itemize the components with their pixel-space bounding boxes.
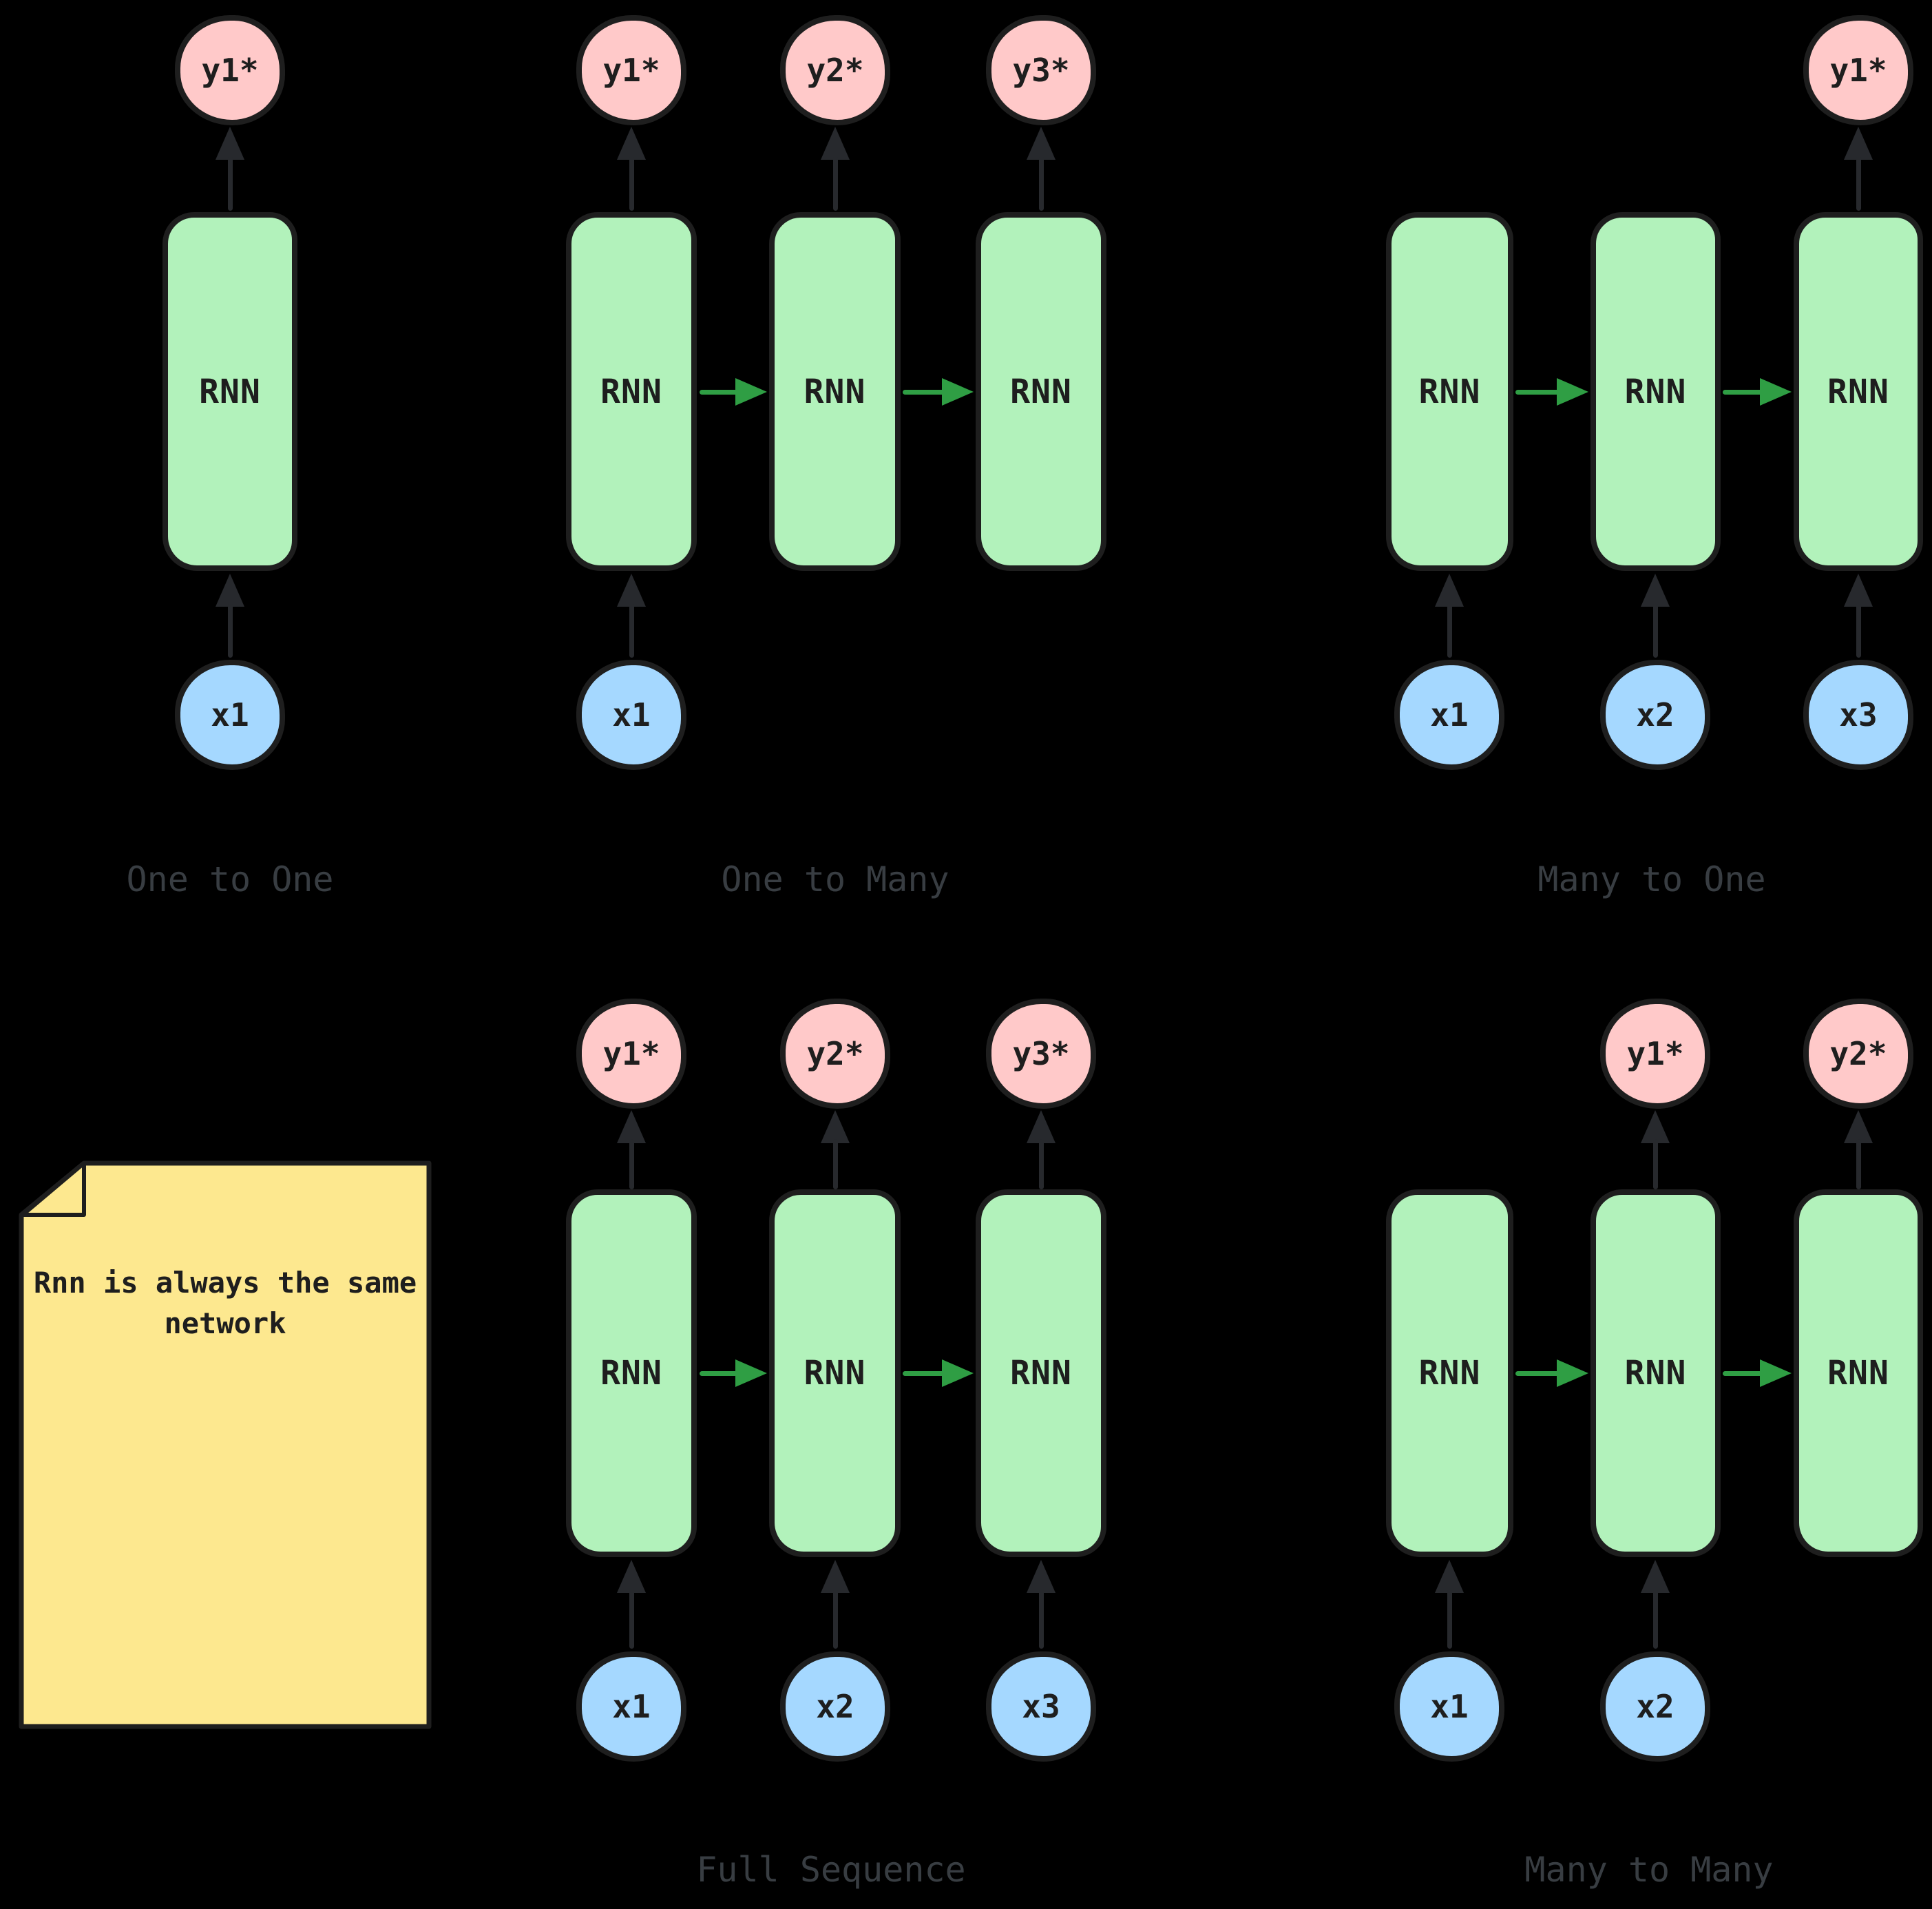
output-node: y2* bbox=[1803, 999, 1913, 1109]
group-label: Many to Many bbox=[1524, 1850, 1774, 1890]
output-arrow-icon bbox=[1843, 1110, 1873, 1189]
output-arrow-icon bbox=[1843, 127, 1873, 211]
input-arrow-icon bbox=[215, 574, 245, 658]
input-node: x1 bbox=[1394, 660, 1504, 770]
group-label: Many to One bbox=[1537, 859, 1766, 899]
recurrent-arrow-icon bbox=[700, 1358, 767, 1388]
input-arrow-icon bbox=[616, 1560, 647, 1649]
output-node: y1* bbox=[576, 999, 686, 1109]
output-arrow-icon bbox=[616, 127, 647, 211]
input-arrow-icon bbox=[1640, 1560, 1670, 1649]
input-node: x3 bbox=[986, 1651, 1096, 1762]
group-label: Full Sequence bbox=[696, 1850, 966, 1890]
rnn-block: RNN bbox=[1386, 212, 1513, 571]
input-arrow-icon bbox=[820, 1560, 850, 1649]
rnn-block: RNN bbox=[1590, 212, 1721, 571]
group-label: One to Many bbox=[721, 859, 949, 899]
output-node: y1* bbox=[1600, 999, 1710, 1109]
input-arrow-icon bbox=[1026, 1560, 1056, 1649]
recurrent-arrow-icon bbox=[700, 377, 767, 407]
recurrent-arrow-icon bbox=[1723, 377, 1792, 407]
input-arrow-icon bbox=[1843, 574, 1873, 658]
rnn-block: RNN bbox=[769, 212, 901, 571]
rnn-block: RNN bbox=[976, 1189, 1106, 1557]
input-arrow-icon bbox=[1434, 574, 1464, 658]
rnn-block: RNN bbox=[1386, 1189, 1513, 1557]
output-node: y1* bbox=[576, 15, 686, 125]
output-node: y2* bbox=[780, 15, 890, 125]
rnn-block: RNN bbox=[1590, 1189, 1721, 1557]
recurrent-arrow-icon bbox=[903, 1358, 974, 1388]
input-node: x2 bbox=[1600, 660, 1710, 770]
group-label: One to One bbox=[126, 859, 334, 899]
recurrent-arrow-icon bbox=[1515, 377, 1588, 407]
sticky-note: Rnn is always the same network bbox=[18, 1160, 432, 1730]
rnn-block: RNN bbox=[976, 212, 1106, 571]
rnn-block: RNN bbox=[566, 1189, 697, 1557]
rnn-block: RNN bbox=[566, 212, 697, 571]
input-arrow-icon bbox=[1640, 574, 1670, 658]
rnn-block: RNN bbox=[1794, 1189, 1923, 1557]
input-node: x1 bbox=[1394, 1651, 1504, 1762]
recurrent-arrow-icon bbox=[903, 377, 974, 407]
output-node: y3* bbox=[986, 999, 1096, 1109]
output-arrow-icon bbox=[820, 1110, 850, 1189]
sticky-note-shape bbox=[19, 1160, 432, 1729]
input-node: x1 bbox=[576, 1651, 686, 1762]
input-node: x1 bbox=[175, 660, 285, 770]
output-node: y1* bbox=[1803, 15, 1913, 125]
output-node: y1* bbox=[175, 15, 285, 125]
output-arrow-icon bbox=[215, 127, 245, 211]
output-arrow-icon bbox=[616, 1110, 647, 1189]
output-arrow-icon bbox=[820, 127, 850, 211]
input-node: x2 bbox=[780, 1651, 890, 1762]
input-node: x1 bbox=[576, 660, 686, 770]
rnn-block: RNN bbox=[1794, 212, 1923, 571]
note-text: Rnn is always the same network bbox=[33, 1266, 417, 1340]
recurrent-arrow-icon bbox=[1515, 1358, 1588, 1388]
output-arrow-icon bbox=[1640, 1110, 1670, 1189]
input-arrow-icon bbox=[616, 574, 647, 658]
recurrent-arrow-icon bbox=[1723, 1358, 1792, 1388]
output-node: y2* bbox=[780, 999, 890, 1109]
input-node: x2 bbox=[1600, 1651, 1710, 1762]
rnn-block: RNN bbox=[769, 1189, 901, 1557]
output-arrow-icon bbox=[1026, 1110, 1056, 1189]
rnn-block: RNN bbox=[162, 212, 297, 571]
input-arrow-icon bbox=[1434, 1560, 1464, 1649]
output-node: y3* bbox=[986, 15, 1096, 125]
input-node: x3 bbox=[1803, 660, 1913, 770]
output-arrow-icon bbox=[1026, 127, 1056, 211]
